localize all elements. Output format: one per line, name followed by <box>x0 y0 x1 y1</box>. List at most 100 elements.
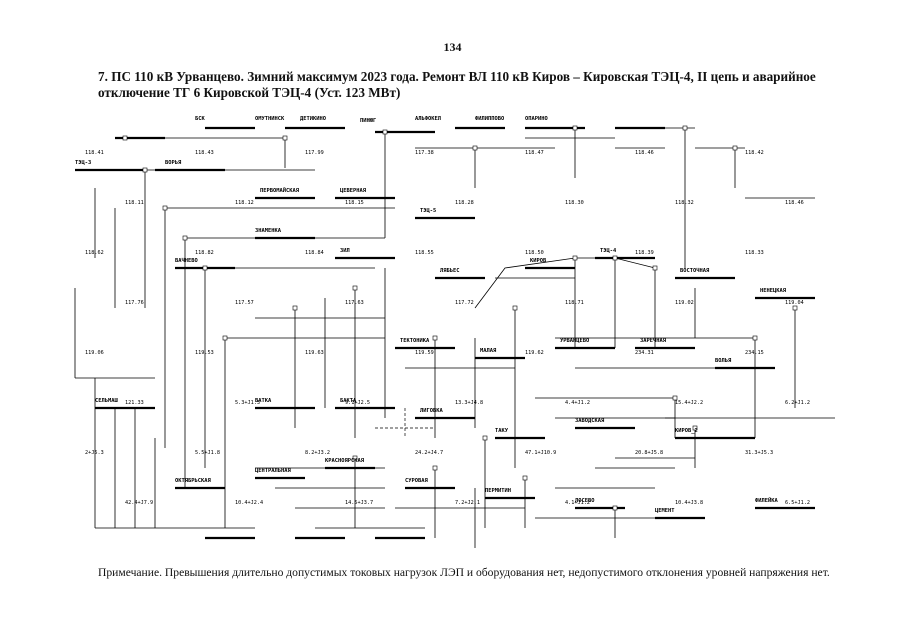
flow-value: 10.4+J2.4 <box>235 500 263 506</box>
flow-value: 4.4+J1.2 <box>565 400 590 406</box>
node-label: ВАЧНЕВО <box>175 257 198 264</box>
node-label: ЛОСЕВО <box>575 498 594 504</box>
switch-node <box>432 465 438 471</box>
flow-value: 13.3+J4.8 <box>455 400 483 406</box>
node-label: ФИЛЕЙКА <box>755 496 778 504</box>
node-label: НЕНЕЦКАЯ <box>760 288 787 294</box>
switch-node <box>122 135 128 141</box>
flow-value: 5.5+J1.8 <box>195 450 220 456</box>
flow-value: 118.47 <box>525 150 544 156</box>
flow-value: 118.62 <box>85 250 104 256</box>
flow-value: 118.33 <box>745 250 764 256</box>
node-label: ВОРЬЯ <box>165 160 182 166</box>
flow-value: 2+J5.3 <box>85 450 104 456</box>
footnote: Примечание. Превышения длительно допусти… <box>98 566 830 579</box>
node-label: ОПАРИНО <box>525 116 548 122</box>
flow-value: 8.2+J3.2 <box>305 450 330 456</box>
switch-node <box>792 305 798 311</box>
flow-value: 118.12 <box>235 200 254 206</box>
node-label: ЗНАМЕНКА <box>255 228 282 234</box>
switch-node <box>282 135 288 141</box>
node-label: ЗИЛ <box>340 248 350 254</box>
node-label: КИРОВ <box>530 258 547 264</box>
switch-node <box>352 285 358 291</box>
node-label: АЛЬФОКЕЛ <box>415 116 441 122</box>
switch-node <box>572 125 578 131</box>
node-label: КРАСНОЯРСКАЯ <box>325 458 365 464</box>
flow-value: 118.42 <box>745 150 764 156</box>
flow-value: 118.46 <box>785 200 804 206</box>
flow-value: 7.2+J2.1 <box>455 500 480 506</box>
node-label: ЦЕМЕНТ <box>655 508 675 514</box>
node-label: УРВАНЦЕВО <box>560 338 589 344</box>
switch-node <box>202 265 208 271</box>
flow-value: 4.1+J1.2 <box>565 500 590 506</box>
node-label: ПИНЮГ <box>360 118 376 124</box>
node-label: ЛЯБЬЕС <box>440 268 459 274</box>
switch-node <box>512 305 518 311</box>
node-label: ОКТЯБРЬСКАЯ <box>175 478 211 484</box>
switch-node <box>652 265 658 271</box>
switch-node <box>682 125 688 131</box>
flow-value: 119.02 <box>675 300 694 306</box>
switch-node <box>612 255 618 261</box>
switch-node <box>522 475 528 481</box>
node-label: ПЕРВОМАЙСКАЯ <box>260 186 300 194</box>
flow-value: 118.30 <box>565 200 584 206</box>
node-label: ЦЕВЕРНАЯ <box>340 188 367 194</box>
node-label: ДЕТИКИНО <box>300 116 326 122</box>
flow-value: 117.63 <box>345 300 364 306</box>
node-label: ТАКУ <box>495 428 509 434</box>
flow-value: 118.50 <box>525 250 544 256</box>
switch-node <box>572 255 578 261</box>
switch-node <box>142 167 148 173</box>
switch-node <box>672 395 678 401</box>
node-label: ВОСТОЧНАЯ <box>680 267 710 274</box>
switch-node <box>352 455 358 461</box>
flow-value: 31.3+J5.3 <box>745 450 773 456</box>
node-label: ПЕРМИТИН <box>485 488 511 494</box>
flow-value: 121.33 <box>125 400 144 406</box>
flow-value: 6.5+J1.2 <box>785 500 810 506</box>
flow-value: 118.32 <box>675 200 694 206</box>
switch-node <box>432 335 438 341</box>
node-label: ТЕКТОНИКА <box>400 338 430 344</box>
flow-value: 118.71 <box>565 300 584 306</box>
page-number: 134 <box>443 40 462 54</box>
flow-value: 6.2+J1.2 <box>785 400 810 406</box>
flow-value: 119.59 <box>415 350 434 356</box>
switch-node <box>482 435 488 441</box>
flow-value: 118.41 <box>85 150 104 156</box>
flow-value: 15.4+J2.2 <box>675 400 703 406</box>
node-label: МАЛАЯ <box>480 348 497 354</box>
switch-node <box>612 505 618 511</box>
flow-value: 118.46 <box>635 150 654 156</box>
flow-value: 118.15 <box>345 200 364 206</box>
switch-node <box>222 335 228 341</box>
node-label: ЗАРЕЧНАЯ <box>640 337 667 344</box>
flow-value: 117.76 <box>125 300 144 306</box>
flow-value: 20.8+J5.8 <box>635 450 663 456</box>
switch-node <box>752 335 758 341</box>
switch-node <box>732 145 738 151</box>
node-label: КИРОВ_2 <box>675 428 698 434</box>
flow-value: 119.04 <box>785 300 804 306</box>
switch-node <box>292 305 298 311</box>
switch-node <box>692 425 698 431</box>
flow-value: 118.28 <box>455 200 474 206</box>
node-label: ВАТКА <box>255 398 272 404</box>
switch-node <box>162 205 168 211</box>
page-title: 7. ПС 110 кВ Урванцево. Зимний максимум … <box>98 69 816 100</box>
flow-value: 119.63 <box>305 350 324 356</box>
switch-node <box>382 129 388 135</box>
flow-value: 118.11 <box>125 200 144 206</box>
node-label: БСК <box>195 116 205 122</box>
flow-value: 117.38 <box>415 150 434 156</box>
flow-value: 24.2+J4.7 <box>415 450 443 456</box>
flow-value: 118.43 <box>195 150 214 156</box>
flow-value: 234.31 <box>635 350 654 356</box>
node-label: ТЭЦ-4 <box>600 248 616 254</box>
flow-value: 117.99 <box>305 150 324 156</box>
flow-value: 118.84 <box>305 250 324 256</box>
